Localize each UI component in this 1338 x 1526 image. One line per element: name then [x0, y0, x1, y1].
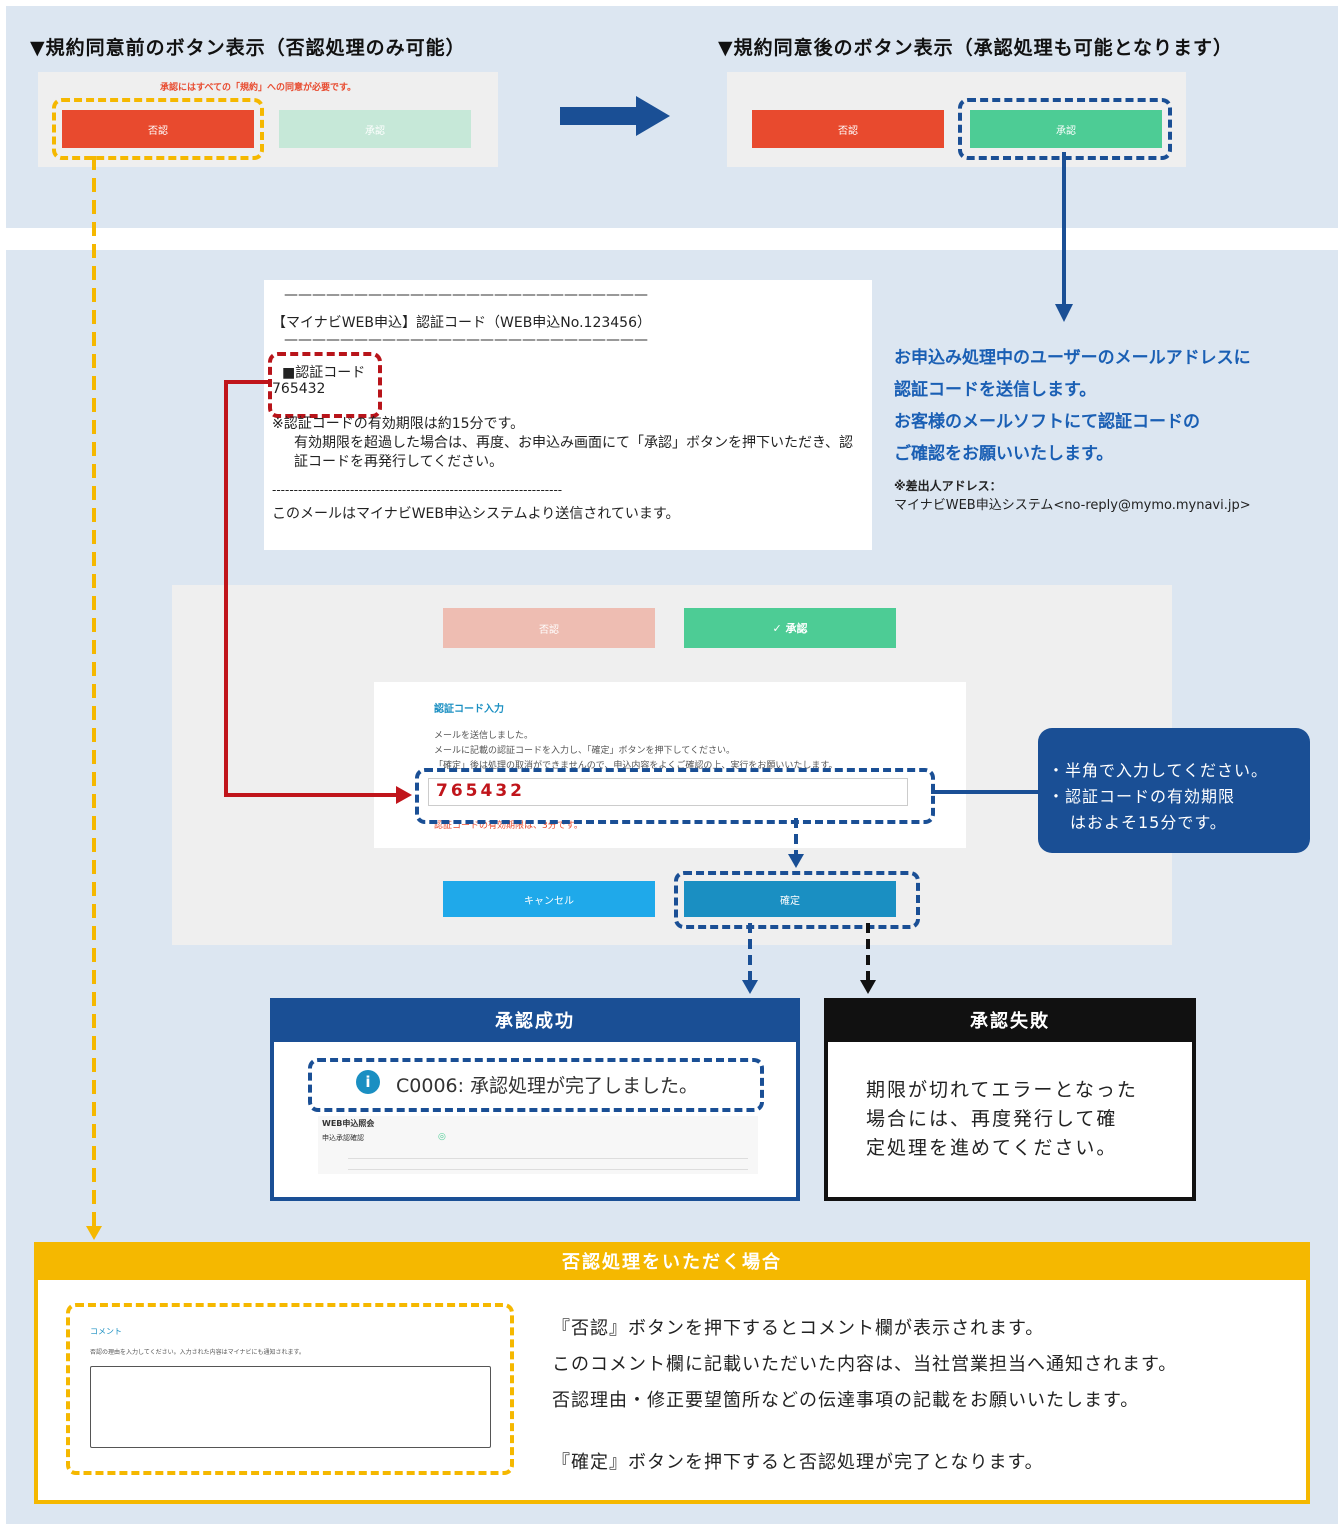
side-line3: お客様のメールソフトにて認証コードの — [894, 412, 1200, 432]
after-title: ▼規約同意後のボタン表示（承認処理も可能となります） — [718, 37, 1234, 59]
success-info-icon: i — [356, 1070, 380, 1094]
email-note2: 有効期限を超過した場合は、再度、お申込み画面にて「承認」ボタンを押下いただき、認 — [294, 435, 854, 451]
callout-box — [1038, 728, 1310, 853]
success-table-thumb — [318, 1116, 758, 1174]
callout-line3: はおよそ15分です。 — [1070, 813, 1227, 832]
email-rule-bottom: —————————————————————————— — [284, 332, 648, 348]
sender-address: マイナビWEB申込システム<no-reply@mymo.mynavi.jp> — [894, 498, 1251, 513]
comment-highlight — [66, 1303, 514, 1475]
code-input-title: 認証コード入力 — [434, 704, 504, 715]
email-note1: ※認証コードの有効期限は約15分です。 — [272, 416, 525, 432]
reject-text4: 『確定』ボタンを押下すると否認処理が完了となります。 — [552, 1452, 1044, 1473]
reject-text3: 否認理由・修正要望箇所などの伝達事項の記載をお願いいたします。 — [552, 1390, 1140, 1411]
failure-header: 承認失敗 — [824, 998, 1196, 1042]
reject-section-frame — [34, 1242, 1310, 1504]
failure-arrowhead — [860, 980, 876, 994]
reject-button-after[interactable]: 否認 — [752, 110, 944, 148]
code-expiry-note: 認証コードの有効期限は、3分です。 — [434, 821, 583, 831]
sender-label: ※差出人アドレス： — [894, 479, 1002, 493]
comment-label: コメント — [90, 1327, 122, 1336]
success-table-title: WEB申込照会 — [322, 1119, 375, 1128]
reject-button-form[interactable]: 否認 — [443, 608, 655, 648]
callout-line1: ・半角で入力してください。 — [1048, 761, 1269, 780]
email-footer: このメールはマイナビWEB申込システムより送信されています。 — [272, 506, 680, 522]
failure-line3: 定処理を進めてください。 — [866, 1137, 1118, 1159]
code-connector — [224, 380, 400, 797]
approve-button-after[interactable]: 承認 — [970, 110, 1162, 148]
code-msg2: メールに記載の認証コードを入力し、「確定」ボタンを押下してください。 — [434, 746, 735, 756]
comment-help: 否認の理由を入力してください。入力された内容はマイナビにも通知されます。 — [90, 1349, 305, 1356]
email-code: 765432 — [272, 381, 326, 397]
reject-highlight — [52, 98, 264, 160]
success-header: 承認成功 — [270, 998, 800, 1042]
side-line1: お申込み処理中のユーザーのメールアドレスに — [894, 348, 1251, 368]
email-subject: 【マイナビWEB申込】認証コード（WEB申込No.123456） — [272, 315, 651, 331]
email-code-label: ■認証コード — [282, 365, 366, 381]
email-code-highlight — [268, 352, 382, 418]
code-input-value: 765432 — [436, 781, 525, 801]
before-title: ▼規約同意前のボタン表示（否認処理のみ可能） — [30, 37, 466, 59]
success-table-sub: 申込承認確認 — [322, 1134, 364, 1142]
failure-line1: 期限が切れてエラーとなった — [866, 1079, 1138, 1101]
comment-textarea[interactable] — [90, 1366, 491, 1448]
success-check-icon: ◎ — [438, 1132, 446, 1142]
next-arrow — [560, 96, 670, 136]
approve-button-disabled: 承認 — [279, 110, 471, 148]
code-msg3: 「確定」後は処理の取消ができませんので、申込内容をよくご確認の上、実行をお願いい… — [434, 761, 838, 771]
callout-line2: ・認証コードの有効期限 — [1048, 787, 1236, 806]
email-rule-top: —————————————————————————— — [284, 287, 648, 303]
email-note3: 証コードを再発行してください。 — [294, 454, 504, 470]
code-arrowhead — [396, 786, 412, 804]
success-highlight — [308, 1058, 764, 1112]
success-table-row — [348, 1158, 748, 1170]
input-to-confirm-arrowhead — [788, 854, 804, 868]
success-arrowhead — [742, 980, 758, 994]
code-input-highlight — [415, 768, 935, 824]
code-msg1: メールを送信しました。 — [434, 731, 534, 741]
reject-text2: このコメント欄に記載いただいた内容は、当社営業担当へ通知されます。 — [552, 1354, 1178, 1375]
side-line4: ご確認をお願いいたします。 — [894, 444, 1114, 464]
failure-line2: 場合には、再度発行して確 — [866, 1108, 1118, 1130]
reject-section-header: 否認処理をいただく場合 — [34, 1242, 1310, 1280]
code-input-field[interactable] — [428, 778, 908, 806]
yellow-arrowhead — [86, 1226, 102, 1240]
email-dashes: ----------------------------------------… — [272, 483, 563, 497]
confirm-button[interactable]: 確定 — [684, 881, 896, 917]
approve-arrowhead — [1055, 304, 1073, 322]
reject-text1: 『否認』ボタンを押下するとコメント欄が表示されます。 — [552, 1318, 1045, 1339]
reject-button-before[interactable]: 否認 — [62, 110, 254, 148]
success-message: C0006: 承認処理が完了しました。 — [396, 1075, 699, 1097]
approve-button-form[interactable]: ✓ 承認 — [684, 608, 896, 648]
confirm-highlight — [674, 871, 920, 929]
side-line2: 認証コードを送信します。 — [894, 380, 1097, 400]
cancel-button[interactable]: キャンセル — [443, 881, 655, 917]
notice-text: 承認にはすべての「規約」への同意が必要です。 — [160, 83, 357, 93]
